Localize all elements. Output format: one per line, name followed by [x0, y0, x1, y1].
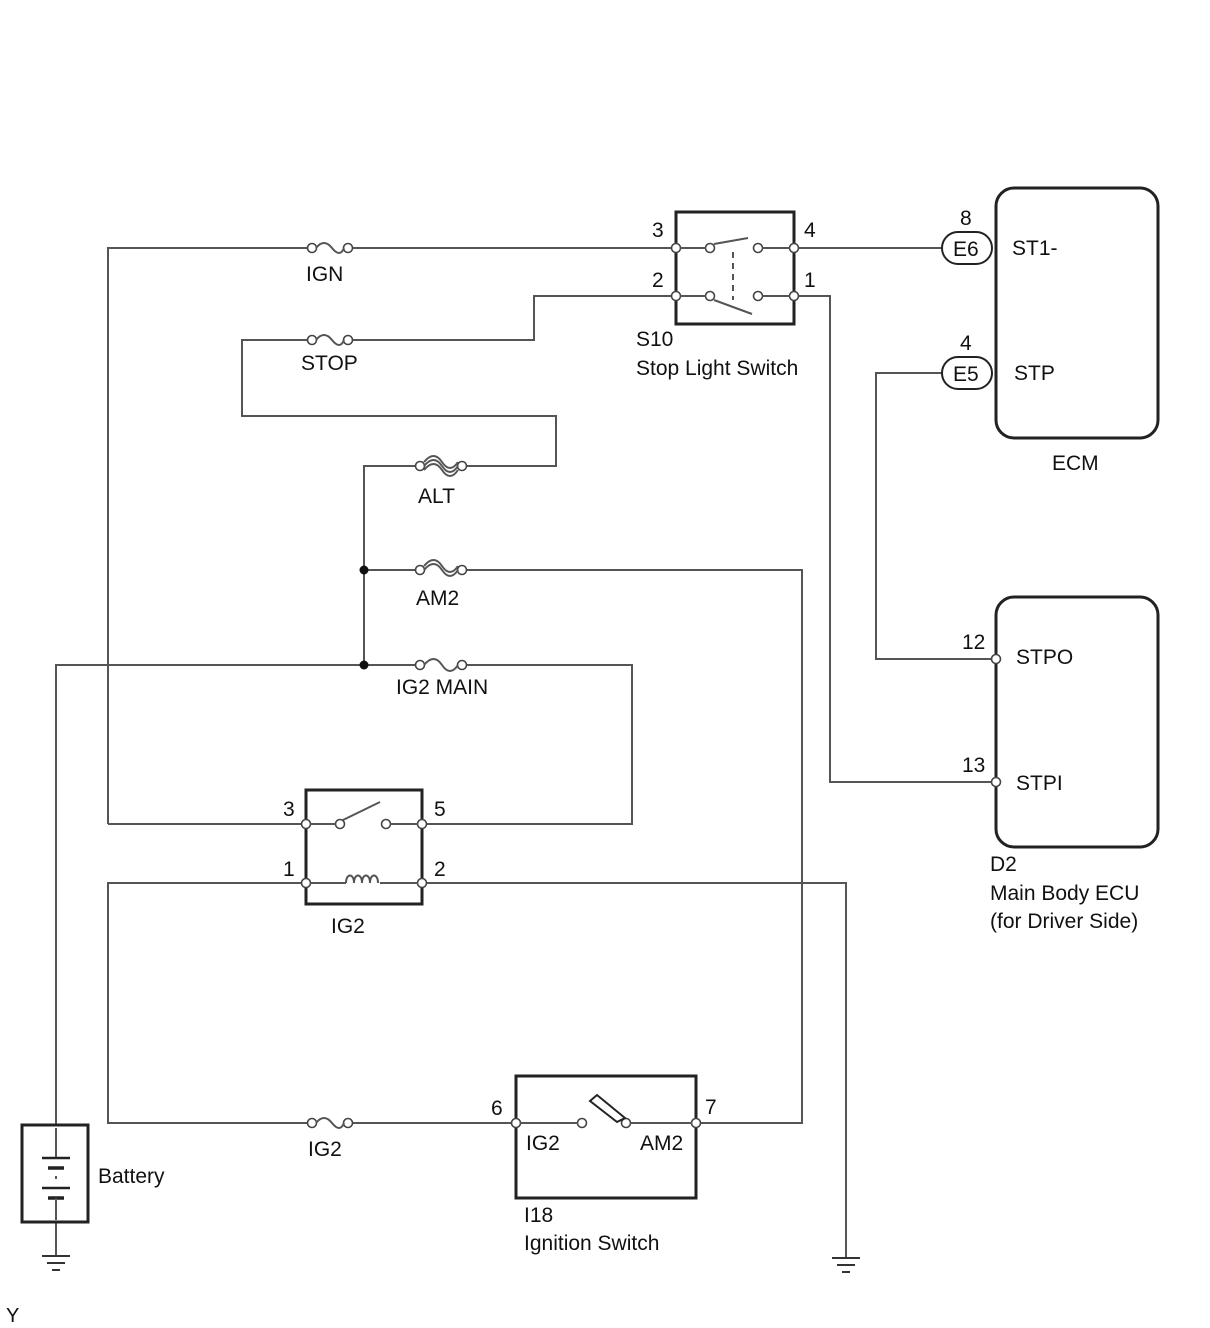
ecm: E6 8 ST1- E5 4 STP ECM — [941, 186, 1160, 475]
pin-number: 2 — [434, 858, 446, 881]
connector-id: E6 — [953, 238, 979, 261]
junction-dot — [359, 660, 369, 670]
pin-number: 7 — [705, 1096, 717, 1119]
terminal-name: ST1- — [1012, 237, 1058, 260]
pin-number: 8 — [960, 207, 972, 230]
component-name: IG2 — [331, 915, 365, 938]
fuse-label: IGN — [306, 263, 343, 286]
battery-label: Battery — [98, 1165, 165, 1188]
battery: Battery — [20, 1123, 165, 1224]
component-name: Stop Light Switch — [636, 357, 798, 380]
component-code: I18 — [524, 1204, 553, 1227]
connector-e5 — [941, 356, 993, 390]
wire-am2-right — [464, 569, 803, 1124]
wire-stop-right — [352, 295, 676, 341]
component-code: D2 — [990, 853, 1017, 876]
wire-ig2main — [422, 664, 633, 825]
terminal-name: AM2 — [640, 1132, 683, 1155]
component-code: S10 — [636, 328, 673, 351]
fuse-label: AM2 — [416, 587, 459, 610]
wire-stpi — [794, 295, 994, 783]
wires — [55, 247, 994, 1258]
component-name: Main Body ECU — [990, 882, 1139, 905]
pin-number: 12 — [962, 631, 985, 654]
terminal-name: STPO — [1016, 646, 1073, 669]
wire-ign-left — [107, 247, 308, 824]
pin-number: 13 — [962, 754, 985, 777]
fuse-ign: IGN — [306, 242, 354, 286]
fuse-label: IG2 MAIN — [396, 676, 488, 699]
wire-stop-left — [241, 339, 557, 467]
terminal-name: IG2 — [526, 1132, 560, 1155]
wire-stpo — [875, 372, 994, 660]
pin-number: 1 — [283, 858, 295, 881]
wire-battery — [55, 664, 418, 1125]
ig2-relay: 3 5 1 2 IG2 — [283, 788, 446, 938]
pin-number: 1 — [804, 269, 816, 292]
fuse-ig2: IG2 — [306, 1117, 354, 1161]
ground-icon — [42, 1255, 70, 1271]
pin-number: 5 — [434, 798, 446, 821]
fuse-label: STOP — [301, 352, 358, 375]
stop-light-switch: 3 4 2 1 S10 Stop Light Switch — [636, 210, 816, 380]
pin-number: 3 — [652, 219, 664, 242]
fuse-am2: AM2 — [414, 559, 468, 610]
corner-mark: Y — [6, 1305, 19, 1327]
connector-id: E5 — [953, 363, 979, 386]
component-name: ECM — [1052, 452, 1099, 475]
component-name: Ignition Switch — [524, 1232, 659, 1255]
pin-number: 3 — [283, 798, 295, 821]
pin-number: 4 — [804, 219, 816, 242]
ignition-switch: 6 7 IG2 AM2 I18 Ignition Switch — [491, 1074, 717, 1255]
wire-alt — [363, 465, 418, 665]
fuse-label: ALT — [418, 485, 455, 508]
terminal-name: STP — [1014, 362, 1055, 385]
fuse-label: IG2 — [308, 1138, 342, 1161]
junction-dot — [359, 565, 369, 575]
terminal-name: STPI — [1016, 772, 1063, 795]
fuse-alt: ALT — [414, 455, 468, 508]
wire-relay-1 — [107, 882, 308, 1124]
pin-number: 4 — [960, 332, 972, 355]
pin-number: 2 — [652, 269, 664, 292]
ground-icon — [832, 1257, 860, 1273]
component-note: (for Driver Side) — [990, 910, 1138, 933]
coil-icon — [345, 874, 379, 884]
pin-number: 6 — [491, 1097, 503, 1120]
fuse-ig2-main: IG2 MAIN — [396, 658, 488, 699]
main-body-ecu: 12 STPO 13 STPI D2 Main Body ECU (for Dr… — [962, 595, 1160, 933]
key-switch-icon — [588, 1093, 627, 1124]
wire-relay-2-ground — [422, 882, 847, 1258]
fuse-stop: STOP — [301, 334, 358, 375]
connector-e6 — [941, 231, 993, 265]
